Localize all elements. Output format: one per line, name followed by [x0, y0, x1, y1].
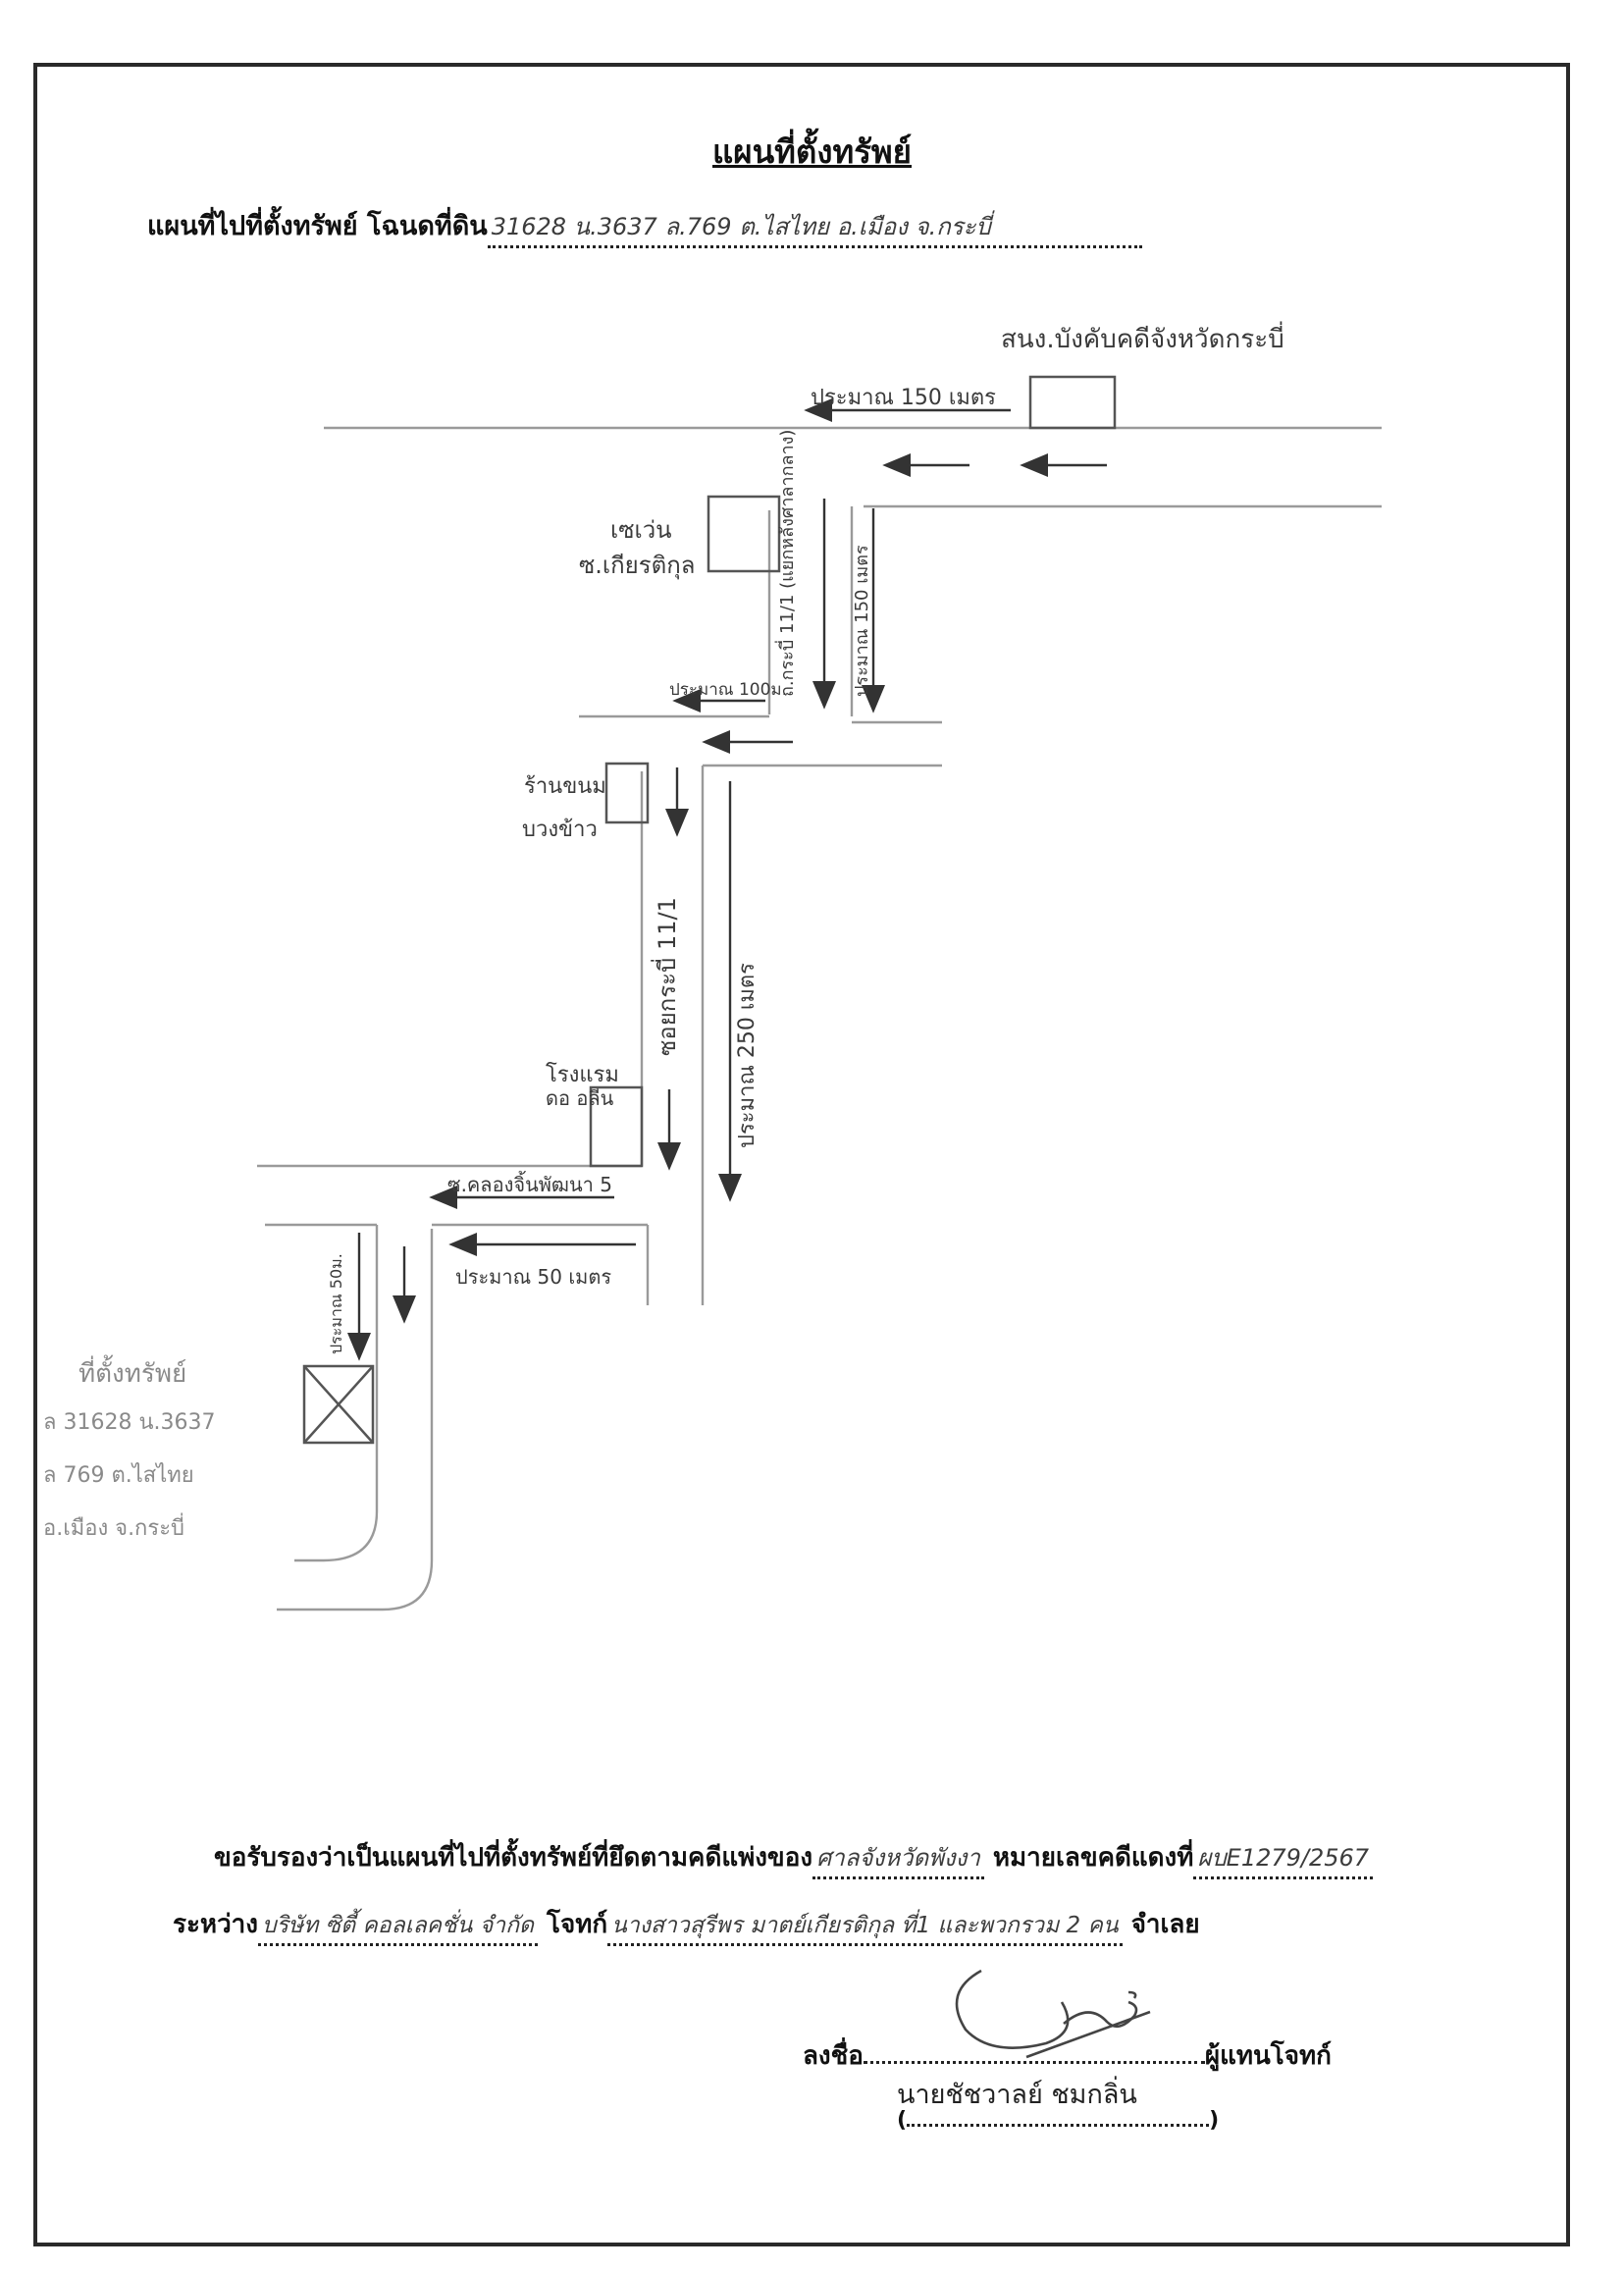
- signature-line: ลงชื่อ ผู้แทนโจทก์: [803, 2035, 1332, 2076]
- building-boxes: [302, 375, 1117, 1445]
- deed-number: 31628 น.3637 ล.769 ต.ไสไทย อ.เมือง จ.กระ…: [491, 213, 991, 240]
- seven-eleven-box: [707, 495, 781, 573]
- property-marker: [302, 1364, 375, 1445]
- hotel-label-2: ดอ อลีน: [546, 1086, 614, 1110]
- defendant-label: จำเลย: [1130, 1910, 1200, 1939]
- property-label-3: ล 769 ต.ไสไทย: [43, 1462, 194, 1488]
- role-label: ผู้แทนโจทก์: [1204, 2041, 1332, 2071]
- certification-prefix: ขอรับรองว่าเป็นแผนที่ไปที่ตั้งทรัพย์ที่ย…: [214, 1843, 813, 1873]
- case-label: หมายเลขคดีแดงที่: [992, 1843, 1194, 1873]
- distance-50-vertical: ประมาณ 50ม.: [327, 1253, 345, 1354]
- defendant-name: นางสาวสุรีพร มาตย์เกียรติกุล ที่1 และพวก…: [611, 1913, 1119, 1938]
- document-frame: [33, 63, 1570, 2246]
- hotel-label-1: โรงแรม: [546, 1062, 619, 1087]
- court-office-box: [1028, 375, 1117, 430]
- property-label-4: อ.เมือง จ.กระบี่: [43, 1512, 184, 1541]
- property-label-1: ที่ตั้งทรัพย์: [79, 1354, 186, 1389]
- plaintiff-label: โจทก์: [547, 1910, 608, 1939]
- certification-line: ขอรับรองว่าเป็นแผนที่ไปที่ตั้งทรัพย์ที่ย…: [214, 1837, 1374, 1879]
- distance-100: ประมาณ 100ม.: [669, 680, 787, 700]
- parties-line: ระหว่างบริษัท ซิตี้ คอลเลคชั่น จำกัด โจท…: [173, 1904, 1200, 1946]
- shop-label-2: บวงข้าว: [522, 818, 598, 842]
- distance-150-top: ประมาณ 150 เมตร: [811, 386, 996, 410]
- property-label-2: ล 31628 น.3637: [43, 1410, 215, 1435]
- distance-150-vertical: ประมาณ 150 เมตร: [852, 545, 872, 697]
- seven-eleven-label-2: ซ.เกียรติกุล: [579, 552, 695, 580]
- court-name: ศาลจังหวัดพังงา: [816, 1844, 980, 1872]
- page-title: แผนที่ตั้งทรัพย์: [711, 132, 913, 171]
- shop-box: [604, 762, 650, 824]
- road-lines: [257, 426, 1382, 1611]
- seven-eleven-label-1: เซเว่น: [610, 516, 672, 544]
- deed-label: แผนที่ไปที่ตั้งทรัพย์ โฉนดที่ดิน: [147, 211, 488, 241]
- hotel-box: [589, 1085, 644, 1168]
- soi-khlong-label: ซ.คลองจิ้นพัฒนา 5: [447, 1171, 612, 1196]
- distance-250: ประมาณ 250 เมตร: [735, 963, 760, 1148]
- signer-parenthesis: (): [897, 2108, 1220, 2133]
- signer-name: นายชัชวาลย์ ชมกลิ่น: [897, 2080, 1137, 2110]
- shop-label-1: ร้านขนม: [524, 774, 606, 799]
- signature-scribble: [955, 1969, 1151, 2059]
- between-label: ระหว่าง: [173, 1910, 258, 1939]
- road-krabi-vertical: ถ.กระบี่ 11/1 (แยกหลังศาลากลาง): [774, 430, 798, 697]
- sign-label: ลงชื่อ: [803, 2041, 864, 2071]
- landmark-court-office: สนง.บังคับคดีจังหวัดกระบี่: [1001, 321, 1284, 354]
- direction-arrows: [347, 398, 1107, 1361]
- distance-50-horizontal: ประมาณ 50 เมตร: [455, 1265, 611, 1289]
- plaintiff-name: บริษัท ซิตี้ คอลเลคชั่น จำกัด: [261, 1913, 534, 1938]
- soi-krabi-label: ซอยกระบี่ 11/1: [651, 897, 681, 1056]
- case-number: ผบE1279/2567: [1197, 1844, 1370, 1872]
